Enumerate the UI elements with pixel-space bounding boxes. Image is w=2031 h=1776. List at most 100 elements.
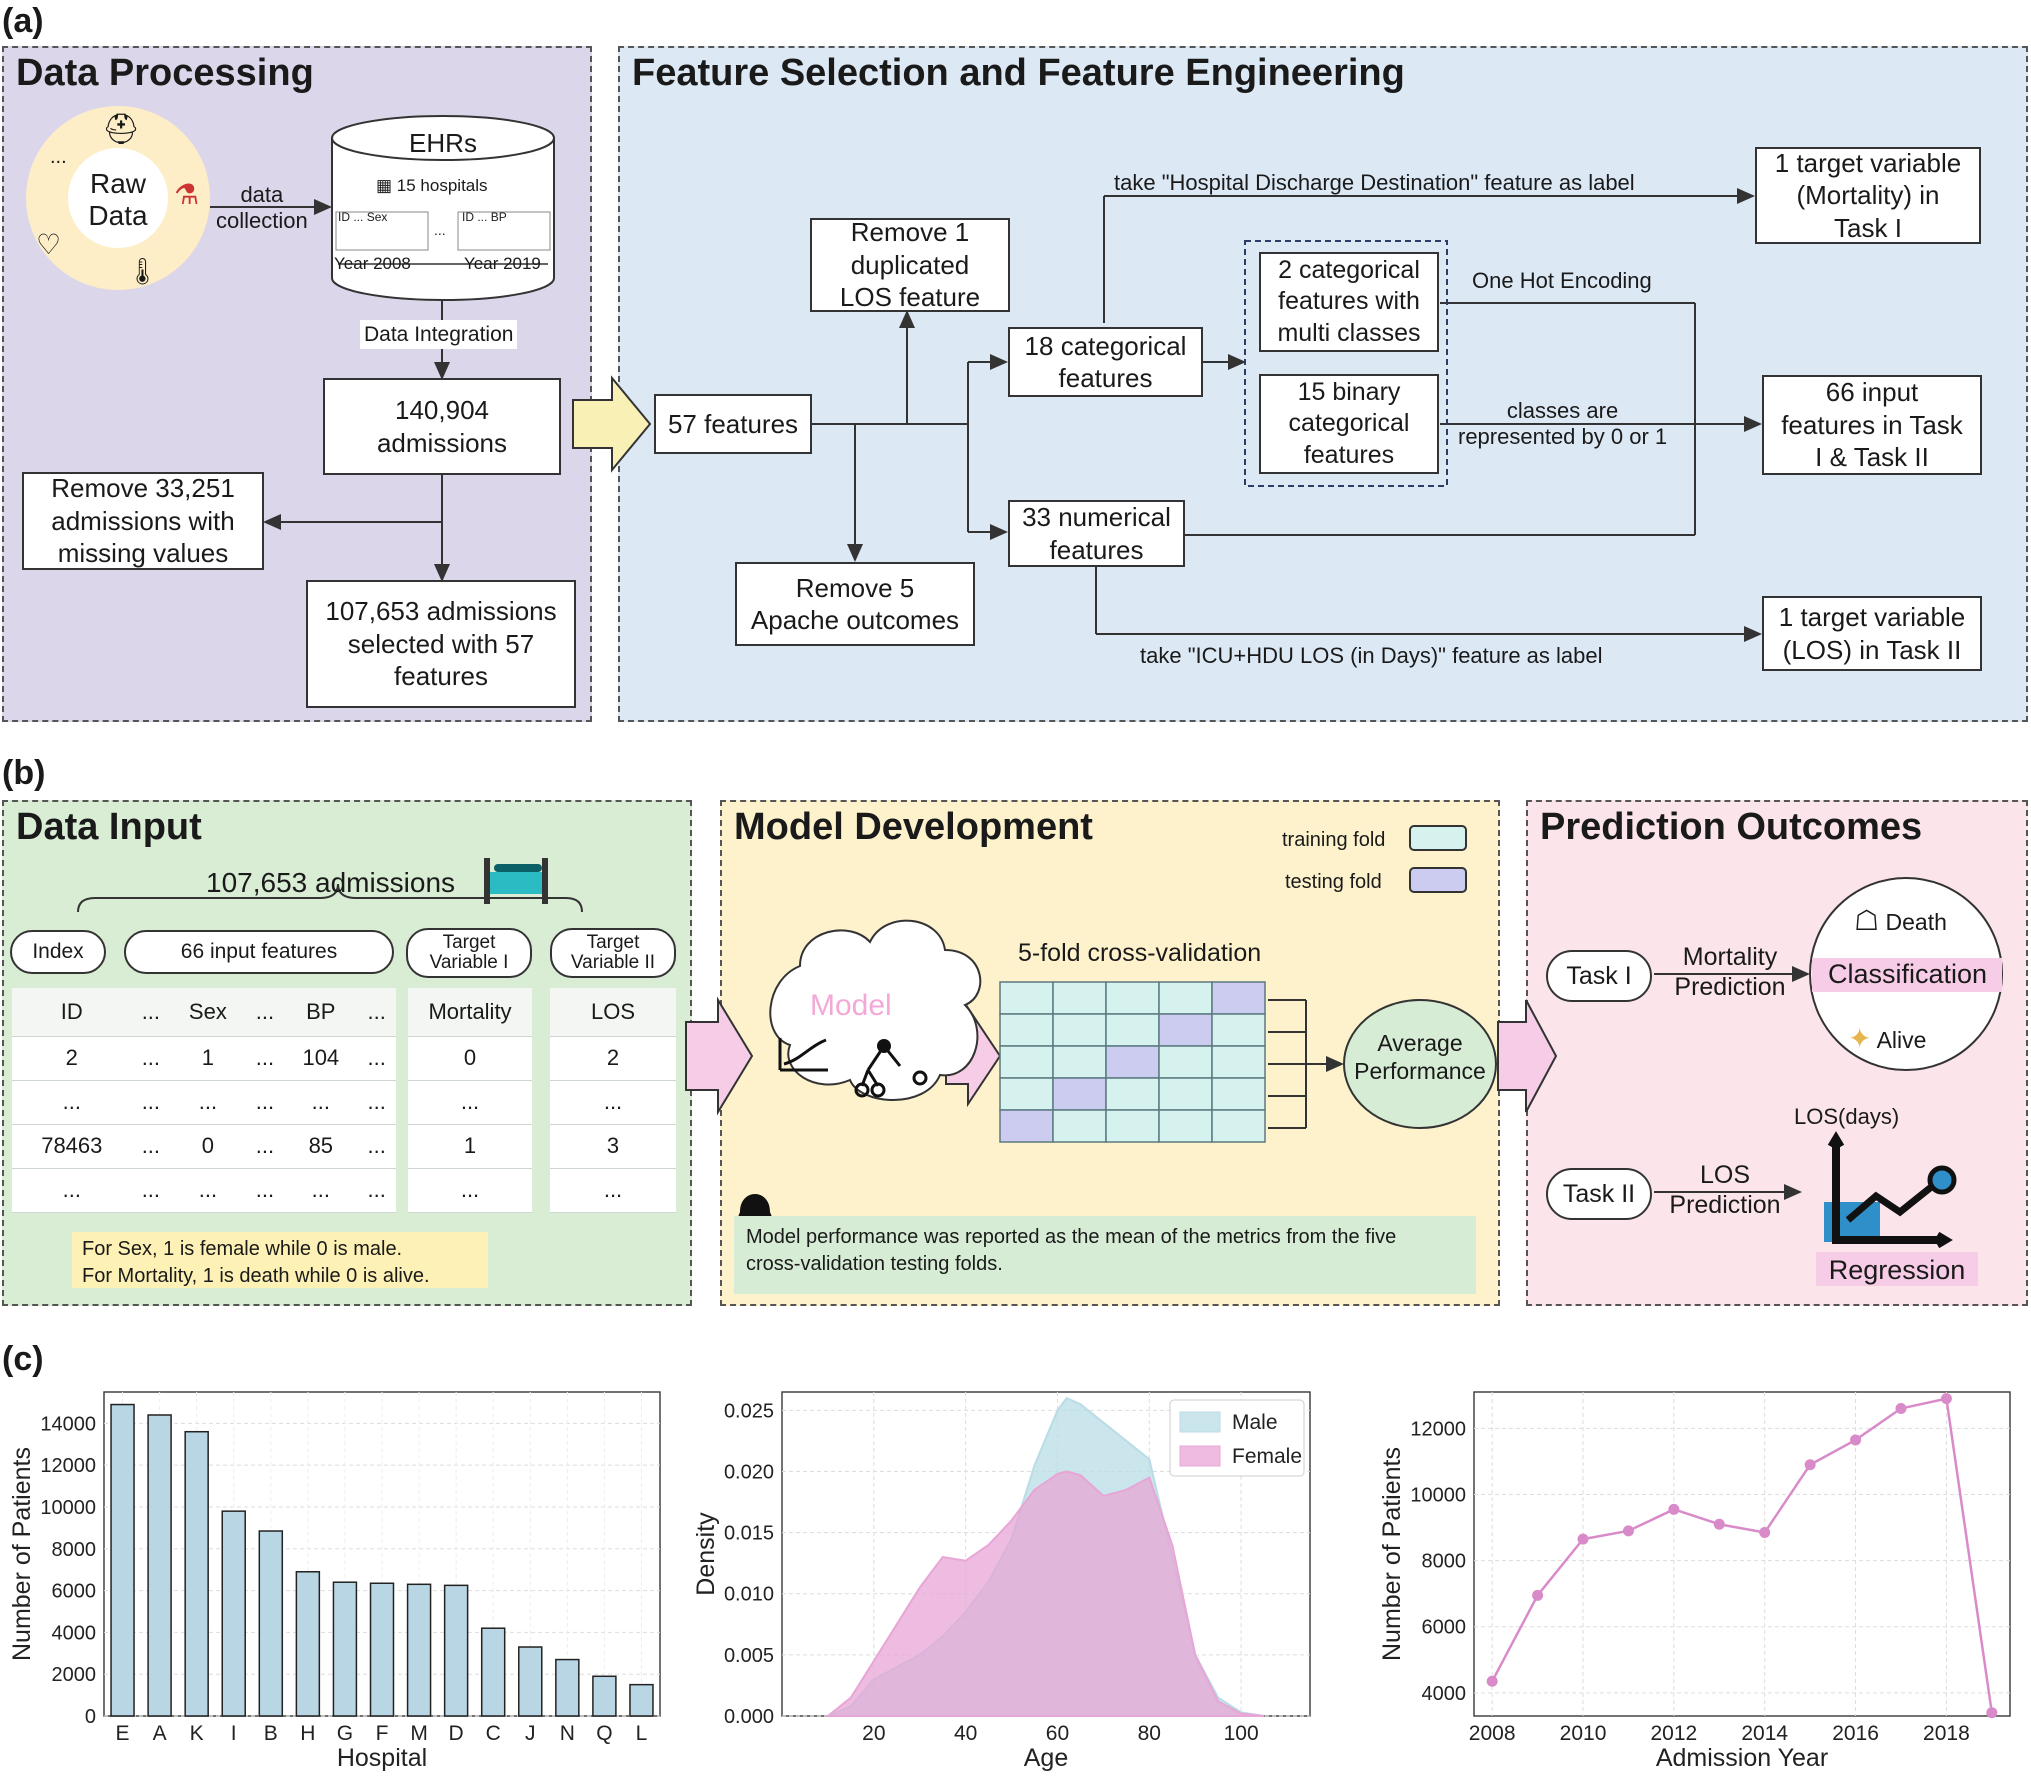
training-fold-cell xyxy=(999,1045,1054,1079)
x-tick-label: M xyxy=(410,1722,428,1745)
training-fold-cell xyxy=(1052,1045,1107,1079)
categorical-18-box: 18 categorical features xyxy=(1008,327,1203,397)
bar xyxy=(258,1530,284,1717)
series-line xyxy=(1491,1397,1994,1713)
y-axis-label: Density xyxy=(692,1512,720,1596)
table-cell: ... xyxy=(245,1036,285,1081)
y-tick-label: 6000 xyxy=(52,1581,97,1603)
thermometer-icon: 🌡 xyxy=(126,256,160,286)
table-cell: ... xyxy=(357,1124,396,1169)
target-mortality-box: 1 target variable (Mortality) in Task I xyxy=(1755,147,1981,244)
admissions-box: 140,904 admissions xyxy=(323,378,561,475)
table-cell: ... xyxy=(245,1080,285,1125)
x-tick-label: B xyxy=(264,1722,278,1745)
training-fold-cell xyxy=(1211,1045,1266,1079)
data-point xyxy=(1713,1518,1725,1530)
table-cell: 2 xyxy=(12,1036,132,1081)
table-cell: ... xyxy=(170,1168,246,1213)
table-cell: 0 xyxy=(170,1124,246,1169)
panel-a-connectors xyxy=(210,188,1762,642)
heartbeat-icon: ♡ xyxy=(36,229,62,260)
training-fold-cell xyxy=(1211,1109,1266,1143)
x-tick-label: E xyxy=(116,1722,130,1745)
table-cell: ... xyxy=(550,1168,676,1213)
y-tick-label: 4000 xyxy=(1422,1683,1467,1705)
training-fold-cell xyxy=(1052,1013,1107,1047)
x-tick-label: 60 xyxy=(1046,1722,1069,1745)
y-tick-label: 0.020 xyxy=(724,1461,774,1483)
testing-fold-cell xyxy=(999,1109,1054,1143)
y-tick-label: 2000 xyxy=(52,1664,97,1686)
los-table: LOS 2 ... 3 ... xyxy=(550,988,676,1213)
selected-admissions-box: 107,653 admissions selected with 57 feat… xyxy=(306,580,576,708)
table-cell: ... xyxy=(12,1080,132,1125)
legend-swatch xyxy=(1179,1445,1221,1467)
one-hot-label: One Hot Encoding xyxy=(1472,268,1652,293)
y-tick-label: 8000 xyxy=(1422,1551,1467,1573)
table-cell: ... xyxy=(245,1168,285,1213)
hospitals-label: ▦ 15 hospitals xyxy=(376,176,488,196)
table-cell: 1 xyxy=(408,1124,532,1169)
x-tick-label: 100 xyxy=(1224,1722,1259,1745)
x-tick-label: J xyxy=(525,1722,536,1745)
table-header-cell: Mortality xyxy=(408,988,532,1037)
bar xyxy=(332,1581,358,1717)
x-tick-label: F xyxy=(376,1722,389,1745)
table-cell: 85 xyxy=(284,1124,358,1169)
table-header-cell: LOS xyxy=(550,988,676,1037)
table-header-cell: ... xyxy=(131,988,171,1037)
raw-data-label: Raw Data xyxy=(88,168,148,232)
year-end-label: Year 2019 xyxy=(464,254,541,273)
table-header-cell: BP xyxy=(284,988,358,1037)
testing-fold-cell xyxy=(1211,981,1266,1015)
data-point xyxy=(1532,1589,1544,1601)
x-tick-label: 20 xyxy=(862,1722,885,1745)
bar xyxy=(184,1430,209,1717)
bar xyxy=(480,1627,506,1717)
table-row: 2...1...104... xyxy=(12,1036,396,1081)
y-tick-label: 0.015 xyxy=(724,1523,774,1545)
training-fold-cell xyxy=(1211,1013,1266,1047)
data-point xyxy=(1940,1393,1952,1405)
note-mortality: For Mortality, 1 is death while 0 is ali… xyxy=(82,1265,430,1287)
data-point xyxy=(1622,1525,1634,1537)
testing-fold-cell xyxy=(1052,1077,1107,1111)
feature-engineering-title: Feature Selection and Feature Engineerin… xyxy=(632,52,1405,94)
x-tick-label: C xyxy=(486,1722,501,1745)
table-row: 78463...0...85... xyxy=(12,1124,396,1169)
table-header-cell: ID xyxy=(12,988,132,1037)
y-tick-label: 8000 xyxy=(52,1539,97,1561)
table-cell: ... xyxy=(131,1080,171,1125)
training-fold-cell xyxy=(1105,1077,1160,1111)
x-tick-label: I xyxy=(231,1722,237,1745)
mini-cols-right: ID ... BP xyxy=(462,210,507,224)
bar xyxy=(110,1403,135,1717)
legend-label: Male xyxy=(1232,1411,1278,1434)
training-fold-cell xyxy=(1052,981,1107,1015)
panel-b-shapes xyxy=(77,825,2003,1286)
data-point xyxy=(1486,1675,1498,1687)
y-tick-label: 12000 xyxy=(40,1455,96,1477)
table-cell: ... xyxy=(131,1036,171,1081)
testing-fold-cell xyxy=(1105,1045,1160,1079)
test-tube-icon: ⚗ xyxy=(174,179,200,210)
bar xyxy=(406,1583,432,1717)
hospital-bed-icon xyxy=(484,852,554,904)
x-tick-label: 2008 xyxy=(1469,1722,1516,1745)
y-tick-label: 6000 xyxy=(1422,1617,1467,1639)
performance-note: Model performance was reported as the me… xyxy=(734,1216,1476,1294)
training-fold-label: training fold xyxy=(1282,829,1386,851)
classification-label: Classification xyxy=(1828,959,1988,989)
x-tick-label: K xyxy=(190,1722,204,1745)
bar xyxy=(443,1584,469,1717)
bar xyxy=(369,1582,395,1717)
table-cell: ... xyxy=(284,1080,358,1125)
model-development-title: Model Development xyxy=(734,806,1093,848)
los-prediction-label: LOS Prediction xyxy=(1669,1161,1781,1219)
numerical-33-box: 33 numerical features xyxy=(1008,500,1185,567)
bar xyxy=(221,1510,246,1717)
data-point xyxy=(1759,1527,1771,1539)
